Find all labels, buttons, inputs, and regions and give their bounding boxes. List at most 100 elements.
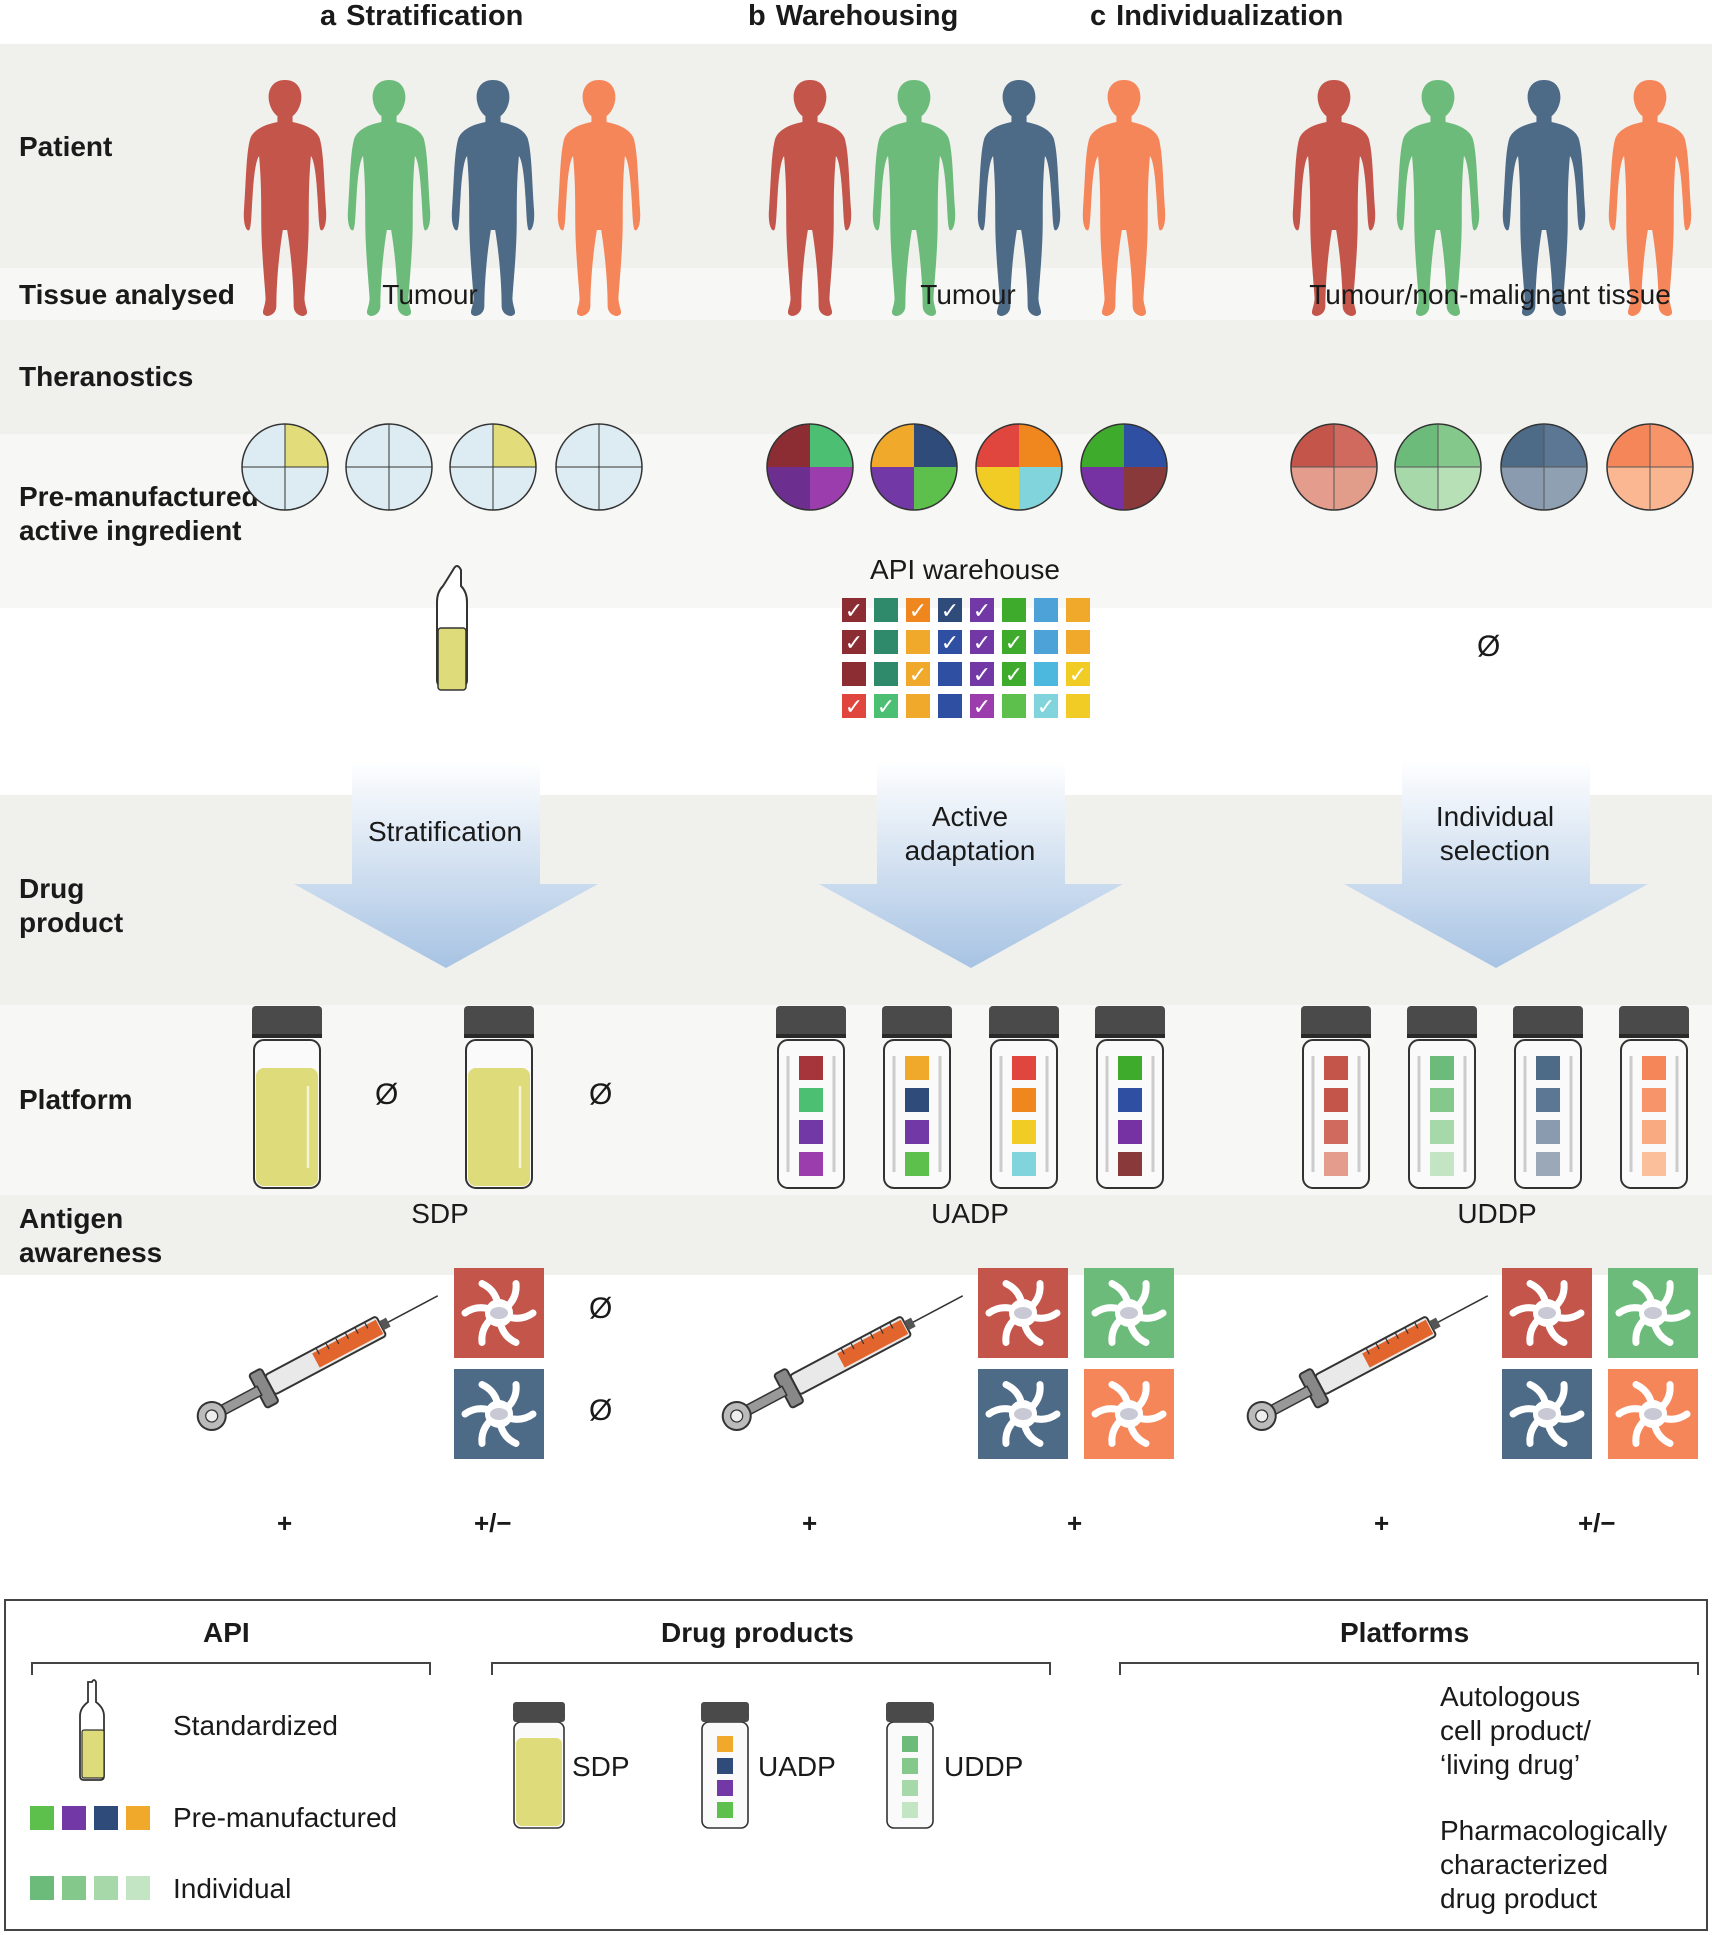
cell-product-icon (1608, 1369, 1698, 1459)
warehouse-square (970, 630, 994, 654)
tissue-a: Tumour (382, 279, 478, 310)
legend-individual-square (62, 1876, 86, 1900)
legend-individual-square (126, 1876, 150, 1900)
check-icon: ✓ (909, 599, 927, 624)
drug-label-uddp: UDDP (1457, 1198, 1537, 1229)
syringe-icon (196, 1295, 439, 1431)
api-null-c: Ø (1477, 630, 1501, 663)
warehouse-square (1002, 662, 1026, 686)
legend-drug-title: Drug products (661, 1617, 854, 1648)
legend-individual-square (94, 1876, 118, 1900)
check-icon: ✓ (973, 695, 991, 720)
warehouse-square (1066, 662, 1090, 686)
warehouse-square (874, 694, 898, 718)
legend-premanufactured-square (62, 1806, 86, 1830)
arrow-active-adaptation (819, 760, 1123, 968)
check-icon: ✓ (845, 599, 863, 624)
patient-figure-icon (1502, 80, 1586, 316)
patient-figure-icon (768, 80, 852, 316)
warehouse-square (938, 630, 962, 654)
api-warehouse-label: API warehouse (870, 554, 1060, 585)
warehouse-square (906, 598, 930, 622)
legend-uddp: UDDP (944, 1751, 1024, 1782)
legend-api-title: API (203, 1617, 250, 1648)
warehouse-square (874, 630, 898, 654)
warehouse-square (1066, 630, 1090, 654)
ampoule-icon (436, 565, 468, 691)
legend-premanufactured-square (94, 1806, 118, 1830)
antigen-b2: + (1067, 1508, 1083, 1538)
tissue-c: Tumour/non-malignant tissue (1309, 279, 1671, 310)
warehouse-square (842, 662, 866, 686)
warehouse-square (842, 630, 866, 654)
api-warehouse-grid: ✓✓✓✓✓✓✓✓✓✓✓✓✓✓✓✓ (842, 598, 1090, 720)
warehouse-square (1002, 630, 1026, 654)
legend-sdp: SDP (572, 1751, 630, 1782)
warehouse-square (970, 694, 994, 718)
drug-label-sdp: SDP (411, 1198, 469, 1229)
warehouse-square (938, 662, 962, 686)
check-icon: ✓ (1069, 663, 1087, 688)
patient-figure-icon (872, 80, 956, 316)
antigen-a2: +/− (474, 1508, 512, 1538)
warehouse-square (970, 598, 994, 622)
antigen-c2: +/− (1578, 1508, 1616, 1538)
cell-product-icon (978, 1369, 1068, 1459)
row-label-tissue: Tissue analysed (19, 279, 235, 310)
check-icon: ✓ (1005, 663, 1023, 688)
warehouse-square (1066, 598, 1090, 622)
legend-brackets (31, 1662, 1699, 1675)
check-icon: ✓ (973, 663, 991, 688)
check-icon: ✓ (1037, 695, 1055, 720)
warehouse-square (1034, 694, 1058, 718)
legend-squares (30, 1806, 150, 1900)
drug-label-uadp: UADP (931, 1198, 1009, 1229)
warehouse-square (906, 630, 930, 654)
check-icon: ✓ (845, 631, 863, 656)
syringe-icon (1246, 1295, 1489, 1431)
patient-figure-icon (1608, 80, 1692, 316)
legend-box (4, 1599, 1708, 1931)
row-label-drug: Drug product (19, 873, 124, 938)
warehouse-square (970, 662, 994, 686)
check-icon: ✓ (877, 695, 895, 720)
legend-standardized: Standardized (173, 1710, 339, 1741)
patient-figure-icon (977, 80, 1061, 316)
platform-null-1: Ø (589, 1292, 613, 1325)
legend-premanufactured-square (126, 1806, 150, 1830)
legend-individual: Individual (173, 1873, 292, 1904)
warehouse-square (874, 598, 898, 622)
warehouse-square (1002, 598, 1026, 622)
cell-product-icon (978, 1268, 1068, 1358)
arrow-label-individual-selection: Individual selection (1435, 801, 1555, 866)
legend-platform-title: Platforms (1340, 1617, 1470, 1648)
band-theranostics (0, 320, 1712, 434)
cell-product-icon (1608, 1268, 1698, 1358)
legend-pharma: Pharmacologically characterized drug pro… (1440, 1815, 1668, 1914)
check-icon: ✓ (909, 663, 927, 688)
warehouse-square (906, 662, 930, 686)
check-icon: ✓ (973, 631, 991, 656)
patient-figure-icon (1292, 80, 1376, 316)
syringe-icon (721, 1295, 964, 1431)
patient-figure-icon (243, 80, 327, 316)
warehouse-square (874, 662, 898, 686)
check-icon: ✓ (973, 599, 991, 624)
arrow-individual-selection (1344, 760, 1648, 968)
cell-product-icon (1084, 1369, 1174, 1459)
warehouse-square (938, 694, 962, 718)
patient-figure-icon (1082, 80, 1166, 316)
patient-figure-icon (347, 80, 431, 316)
band-antigen (0, 1195, 1712, 1275)
platform-null-2: Ø (589, 1394, 613, 1427)
antigen-b1: + (802, 1508, 818, 1538)
warehouse-square (842, 694, 866, 718)
antigen-c1: + (1374, 1508, 1390, 1538)
arrow-label-active-adaptation: Active adaptation (904, 801, 1036, 866)
drug-null-1: Ø (375, 1078, 399, 1111)
warehouse-square (906, 694, 930, 718)
legend-autologous: Autologous cell product/ ‘living drug’ (1440, 1681, 1591, 1780)
legend-premanufactured: Pre-manufactured (173, 1802, 398, 1833)
warehouse-square (1002, 694, 1026, 718)
